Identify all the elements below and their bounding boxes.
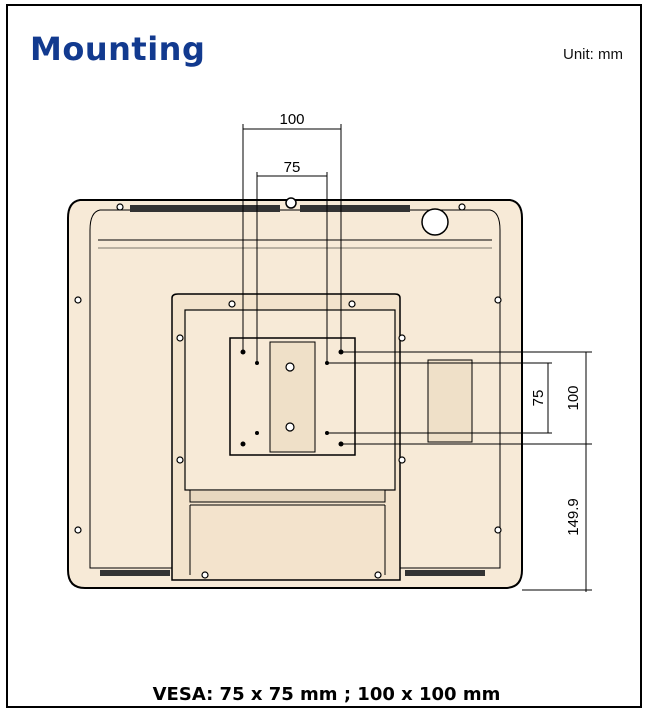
label-100-horizontal: 100 bbox=[279, 111, 304, 128]
vesa-caption: VESA: 75 x 75 mm ; 100 x 100 mm bbox=[152, 684, 501, 705]
page-title: Mounting bbox=[30, 30, 206, 68]
label-75-horizontal: 75 bbox=[284, 159, 301, 176]
body-screws bbox=[74, 203, 502, 534]
top-button bbox=[285, 197, 297, 209]
vesa-plate-center bbox=[269, 341, 316, 453]
label-75-vertical: 75 bbox=[530, 390, 547, 407]
stand-screws bbox=[176, 300, 406, 464]
dimension-75-horizontal bbox=[256, 172, 328, 363]
label-area bbox=[427, 359, 473, 443]
connector-panel bbox=[189, 489, 386, 506]
label-100-vertical: 100 bbox=[565, 385, 582, 410]
monitor-inner-outline bbox=[89, 209, 501, 569]
label-149-9-vertical: 149.9 bbox=[565, 498, 582, 536]
dimension-vertical-lines bbox=[327, 351, 592, 592]
dimension-100-horizontal bbox=[242, 124, 342, 352]
bottom-vents bbox=[100, 570, 485, 576]
unit-label: Unit: mm bbox=[563, 46, 623, 63]
top-knob bbox=[421, 208, 449, 236]
top-vents bbox=[98, 205, 492, 249]
